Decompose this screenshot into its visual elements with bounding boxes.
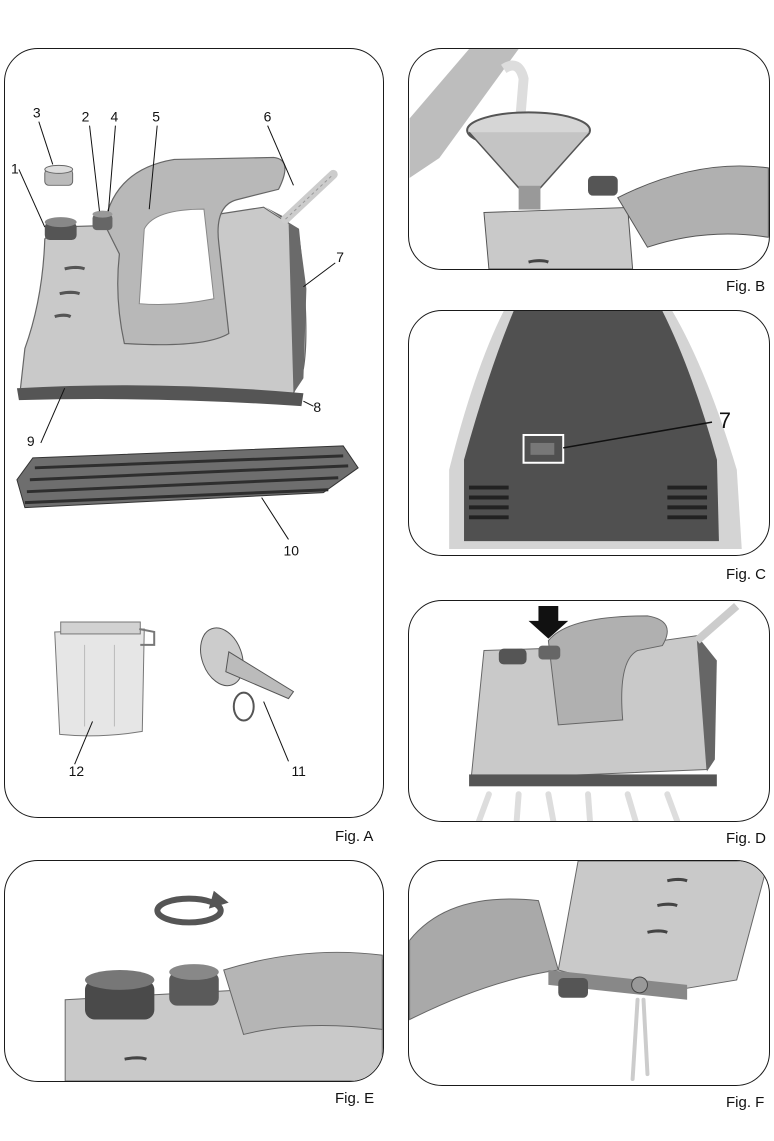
callout-9: 9 — [27, 433, 35, 449]
callout-8: 8 — [313, 399, 321, 415]
figure-a-panel: 1 2 3 4 5 6 7 8 9 10 11 12 — [4, 48, 384, 818]
figure-f-panel — [408, 860, 770, 1086]
callout-10: 10 — [284, 542, 300, 558]
callout-6: 6 — [264, 109, 272, 125]
callout-7: 7 — [336, 249, 344, 265]
figure-c-panel: 7 — [408, 310, 770, 556]
steam-iron-illustration: 1 2 3 4 5 6 7 8 9 10 11 12 — [5, 49, 383, 817]
callout-4: 4 — [110, 109, 118, 125]
funnel-fill-illustration — [409, 49, 769, 269]
steam-button-illustration — [409, 601, 769, 821]
figure-e-panel — [4, 860, 384, 1082]
water-tank-icon — [55, 622, 154, 736]
figure-b-panel — [408, 48, 770, 270]
callout-5: 5 — [152, 109, 160, 125]
figure-d-panel — [408, 600, 770, 822]
caption-fig-e: Fig. E — [335, 1090, 374, 1107]
grid-mat-icon — [17, 446, 358, 508]
callout-3: 3 — [33, 105, 41, 121]
caption-fig-d: Fig. D — [726, 830, 766, 847]
callout-12: 12 — [69, 763, 85, 779]
callout-c-7: 7 — [719, 408, 731, 433]
iron-rear-view-illustration: 7 — [409, 311, 769, 555]
caption-fig-c: Fig. C — [726, 566, 766, 583]
caption-fig-b: Fig. B — [726, 278, 765, 295]
caption-fig-a: Fig. A — [335, 828, 373, 845]
callout-2: 2 — [82, 109, 90, 125]
rotate-arrow-icon — [157, 891, 228, 923]
callout-1: 1 — [11, 160, 19, 176]
cap-rotate-illustration — [5, 861, 383, 1081]
drain-illustration — [409, 861, 769, 1085]
callout-11: 11 — [291, 763, 306, 779]
caption-fig-f: Fig. F — [726, 1094, 764, 1111]
funnel-icon — [193, 622, 294, 721]
